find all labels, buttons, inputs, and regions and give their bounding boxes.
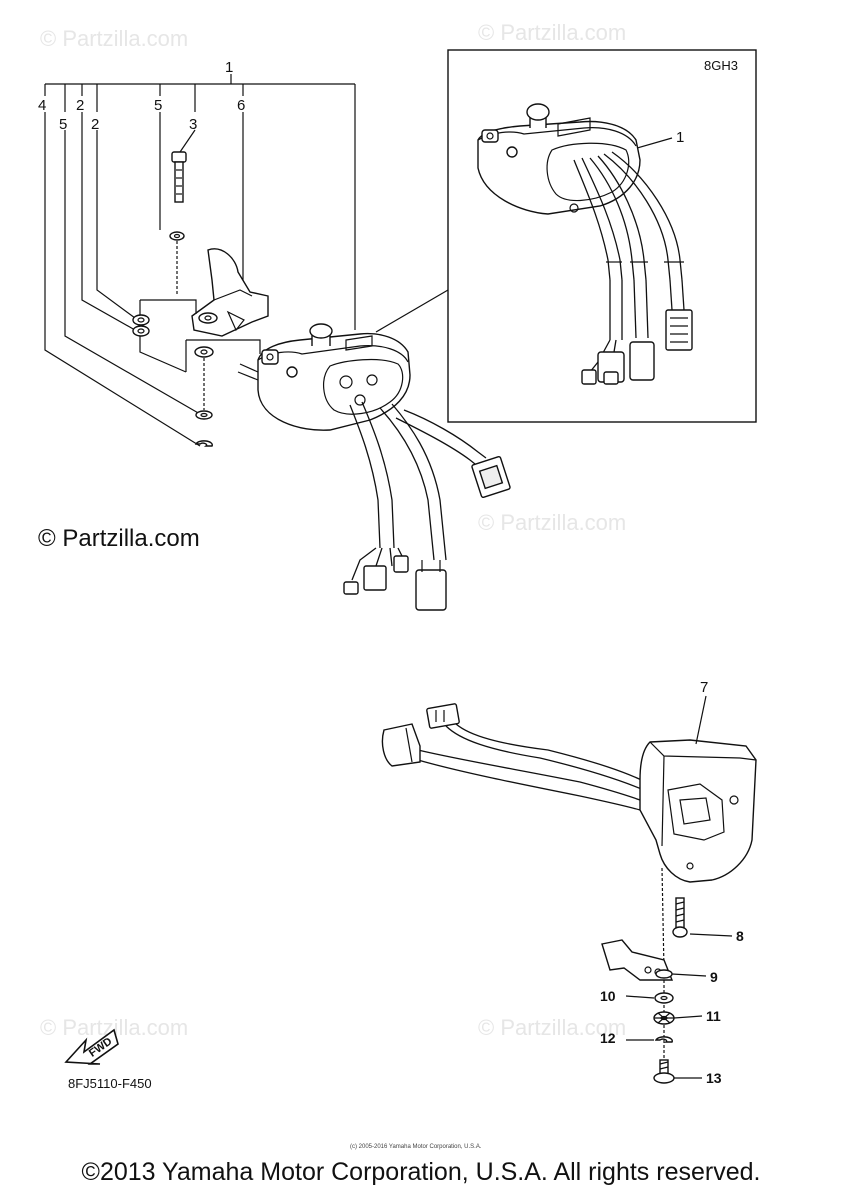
wire-harness-upper <box>349 401 487 581</box>
callout-7: 7 <box>700 679 708 696</box>
callout-8: 8 <box>736 928 744 944</box>
bracket-part-9 <box>601 939 674 981</box>
inset-wire-harness <box>573 151 685 373</box>
washer-part-5-lower <box>195 410 213 420</box>
callout-4: 4 <box>38 97 46 114</box>
watermark-main: © Partzilla.com <box>38 525 200 552</box>
callout-2-upper: 2 <box>76 97 84 114</box>
callout-6: 6 <box>237 97 245 114</box>
inset-code: 8GH3 <box>704 58 738 73</box>
inset-callout-1: 1 <box>676 129 684 146</box>
clip-part-12 <box>654 1036 673 1043</box>
nut-part-2 <box>132 314 150 337</box>
screw-part-8 <box>672 897 688 938</box>
watermark-bottom-right: © Partzilla.com <box>478 1015 626 1040</box>
inset-switch-housing <box>477 103 641 215</box>
callout-3: 3 <box>189 116 197 133</box>
washer-part-5 <box>169 231 185 241</box>
watermark-top-left: © Partzilla.com <box>40 26 188 51</box>
callout-5-left: 5 <box>59 116 67 133</box>
callout-13: 13 <box>706 1070 722 1086</box>
washer-part-10 <box>654 992 674 1004</box>
watermark-top-right: © Partzilla.com <box>478 20 626 45</box>
lower-connectors <box>381 703 460 767</box>
switch-housing-part-1 <box>237 323 411 431</box>
inset-frame <box>447 49 757 423</box>
screw-part-13 <box>653 1059 675 1084</box>
lock-washer-part-11 <box>653 1011 675 1025</box>
callout-12: 12 <box>600 1030 616 1046</box>
inset-connectors <box>581 309 693 385</box>
tiny-credit: (c) 2005-2016 Yamaha Motor Corporation, … <box>350 1144 482 1150</box>
copyright-notice: ©2013 Yamaha Motor Corporation, U.S.A. A… <box>81 1158 761 1186</box>
lower-wire-harness <box>417 723 651 811</box>
clip-part-4 <box>194 440 213 447</box>
connectors-upper <box>343 456 511 611</box>
lever-bracket-part-6 <box>191 248 269 337</box>
bolt-part-3 <box>171 151 187 203</box>
link-plate-hole <box>194 346 214 358</box>
inset-leader <box>375 289 449 333</box>
diagram-code: 8FJ5110-F450 <box>68 1076 152 1091</box>
callout-5-right: 5 <box>154 97 162 114</box>
switch-cover-part-7 <box>639 739 757 883</box>
callout-11: 11 <box>706 1008 721 1024</box>
callout-1: 1 <box>225 59 233 76</box>
callout-10: 10 <box>600 988 616 1004</box>
watermark-mid-right: © Partzilla.com <box>478 510 626 535</box>
callout-2-lower: 2 <box>91 116 99 133</box>
callout-9: 9 <box>710 969 718 985</box>
